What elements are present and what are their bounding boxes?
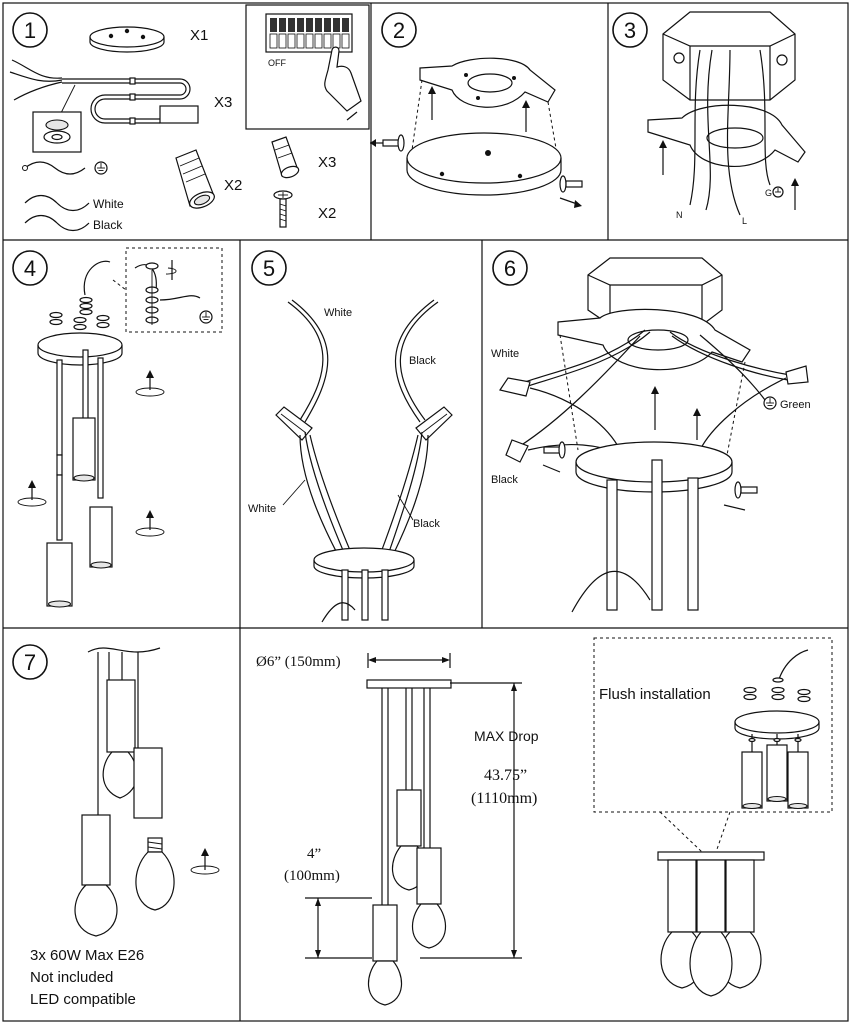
step-3-number: 3 [624,18,636,43]
step-1-panel: 1 X1 X3 [9,4,370,232]
canopy-qty: X1 [190,27,208,44]
large-wire-connector-icon [175,149,215,209]
wire-legend [22,161,108,232]
step-3-panel: 3 [612,11,806,216]
small-wire-connector-icon [271,136,300,179]
switch-off-label: OFF [268,58,286,68]
step-6-panel: 6 [492,250,809,613]
wire-connector-left [275,406,313,441]
live-label: L [742,216,747,226]
canopy-plate-icon [313,547,415,623]
flush-installation-inset [593,637,833,997]
screw-icon [273,190,293,228]
ground-symbol-icon [772,186,784,198]
bulb-spec-note: 3x 60W Max E26 [30,947,144,964]
step-5-panel: 5 [251,250,453,623]
max-drop-label: MAX Drop [474,728,539,744]
screw-right-icon [559,175,583,208]
canopy-with-pendants-icon [37,332,123,608]
flush-canopy-icon [734,710,820,810]
ground-symbol-icon [94,161,108,175]
min-length-inches: 4” [307,846,321,862]
canopy-plate-icon [89,26,165,53]
hand-icon [324,46,362,121]
large-connector-qty: X2 [224,177,242,194]
pendant-with-bulb-icon [367,904,403,1006]
pendant-with-bulb-icon [102,679,138,799]
wire-connector-black [505,439,529,463]
max-drop-mm: (1110mm) [471,790,537,807]
step-4-panel: 4 [12,247,223,608]
white-bottom-label: White [248,503,276,515]
pendant-qty: X3 [214,94,232,111]
small-connector-qty: X3 [318,154,336,171]
flush-installation-label: Flush installation [599,686,711,703]
screw-qty: X2 [318,205,336,222]
step-7-number: 7 [24,650,36,675]
mounting-bracket-icon [419,57,556,108]
flush-fixture-icon [657,851,765,997]
pendant-cord-icon [9,59,199,153]
black-bottom-label: Black [413,518,440,530]
breaker-off-inset [245,4,370,130]
supply-wires [689,49,771,216]
pendant-with-bulb-icon [74,814,118,937]
fixture-wires [299,431,429,556]
canopy-plate-icon [571,441,733,613]
neutral-label: N [676,210,683,220]
green-label: Green [780,399,811,411]
step-2-number: 2 [393,18,405,43]
ground-symbol-icon [199,310,213,324]
mounting-bracket-icon [647,104,806,168]
step-4-number: 4 [24,256,36,281]
ground-symbol-icon [763,396,777,410]
wire-white-label: White [93,197,124,211]
step-5-number: 5 [263,256,275,281]
rotate-arrow-icon [135,510,165,537]
screw-left-icon [542,441,566,473]
pendant-icon [133,747,163,819]
white-top-label: White [324,307,352,319]
supply-wires [287,299,439,423]
min-length-mm: (100mm) [284,868,340,884]
ground-detail-inset [125,247,223,333]
screw-left-icon [370,134,405,152]
rotate-arrow-icon [17,480,47,507]
wire-black-label: Black [93,218,123,232]
canopy-diameter-label: Ø6” (150mm) [256,654,341,670]
canopy-front-icon [366,679,452,905]
wire-connector-right [415,406,453,441]
step-1-number: 1 [24,18,36,43]
wire-connector-green [785,365,809,385]
breaker-switch-row [269,18,350,49]
rotate-arrow-icon [190,848,220,875]
step-6-number: 6 [504,256,516,281]
led-compatible-note: LED compatible [30,991,136,1008]
step-7-panel: 7 [12,644,220,937]
max-drop-inches: 43.75” [484,767,527,784]
bulb-icon [135,837,175,911]
canopy-plate-icon [406,132,562,196]
supply-wires [519,329,791,447]
rotate-arrow-icon [135,370,165,397]
not-included-note: Not included [30,969,113,986]
ground-label: G [765,188,772,198]
white-label: White [491,348,519,360]
step-2-panel: 2 [370,12,583,208]
black-top-label: Black [409,355,436,367]
black-label: Black [491,474,518,486]
pendant-with-bulb-icon [411,847,447,949]
wire-connector-white [499,377,531,397]
hardware-stack-top [49,260,111,331]
screw-right-icon [723,481,758,511]
dimensions-panel [305,653,522,1006]
mounting-bracket-icon [557,308,751,371]
